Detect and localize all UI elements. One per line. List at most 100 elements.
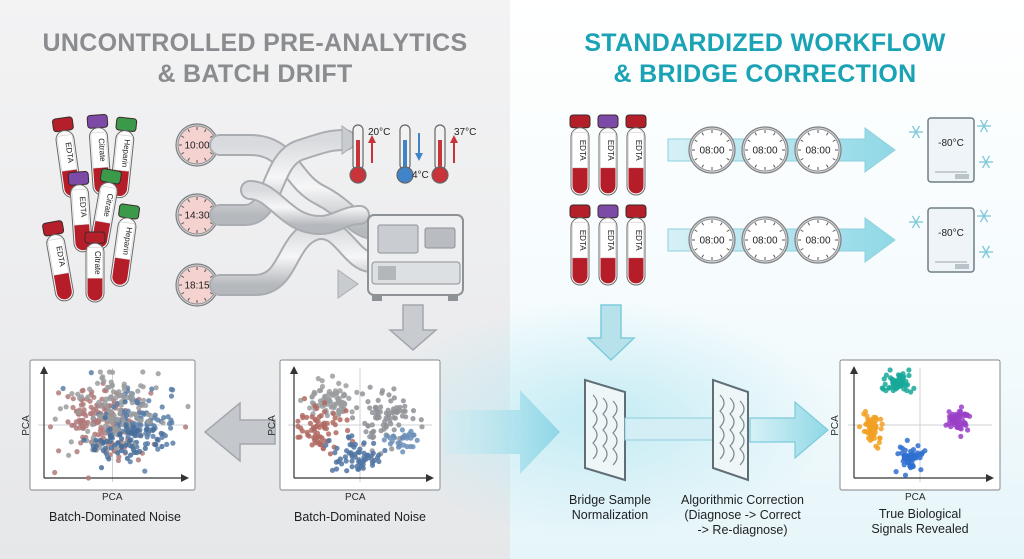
pca-right-y-axis-label: PCA — [829, 415, 841, 436]
connector-bar — [624, 417, 714, 441]
clock-icon: 18:15 — [175, 263, 219, 307]
clock-time-label: 10:00 — [184, 141, 209, 152]
bridge-caption-line-2: Normalization — [571, 508, 649, 522]
pca-panel-left-1 — [29, 359, 196, 491]
pca-left-1-y-axis-label: PCA — [20, 415, 32, 436]
tube-label: EDTA — [606, 140, 615, 161]
snowflake-icon — [909, 125, 923, 139]
pca-right-caption-line-2: Signals Revealed — [871, 522, 969, 536]
freezer-temp-label: -80°C — [938, 138, 964, 149]
pca-panel-left-2 — [279, 359, 441, 491]
left-title-line-1: UNCONTROLLED PRE-ANALYTICS — [42, 29, 468, 57]
pca-left-2-x-axis-label: PCA — [345, 492, 366, 503]
clock-icon: 08:00 — [688, 126, 736, 174]
blood-tube-icon: EDTA — [625, 114, 647, 196]
tube-label: EDTA — [578, 140, 587, 161]
clock-icon: 08:00 — [741, 126, 789, 174]
thermometer-icon: 20°C — [349, 124, 390, 184]
clock-icon: 08:00 — [688, 216, 736, 264]
clock-time-label: 08:00 — [752, 146, 777, 157]
tube-label: EDTA — [634, 140, 643, 161]
snowflake-icon — [979, 245, 993, 259]
blood-tube-icon: EDTA — [569, 204, 591, 286]
thermometer-icon: 37°C — [431, 124, 476, 184]
clock-time-label: 08:00 — [805, 236, 830, 247]
clock-icon: 08:00 — [794, 216, 842, 264]
pca-panel-right — [839, 359, 1001, 491]
freezer-temp-label: -80°C — [938, 228, 964, 239]
algo-caption-line-3: -> Re-diagnose) — [697, 523, 788, 537]
pca-left-2-caption: Batch-Dominated Noise — [293, 510, 426, 524]
left-arrow-between-pca — [203, 401, 276, 463]
blood-tube-icon: EDTA — [597, 204, 619, 286]
clock-time-label: 08:00 — [699, 146, 724, 157]
algo-caption-line-2: (Diagnose -> Correct — [684, 508, 801, 522]
tube-label: EDTA — [606, 230, 615, 251]
blood-tube-icon: Heparin — [110, 116, 138, 199]
blood-tube-icon: Heparin — [110, 203, 141, 287]
right-arrow-to-pca — [749, 400, 829, 460]
big-cyan-arrow — [445, 390, 560, 474]
algo-caption: Algorithmic Correction (Diagnose -> Corr… — [660, 493, 825, 538]
pca-left-1-x-axis-label: PCA — [102, 492, 123, 503]
bridge-caption-line-1: Bridge Sample — [569, 493, 651, 507]
snowflake-icon — [977, 119, 991, 133]
tube-label: EDTA — [54, 245, 67, 268]
blood-tube-icon: EDTA — [597, 114, 619, 196]
left-clock-group: 10:00 14:30 18:15 — [175, 123, 219, 307]
bridge-caption: Bridge Sample Normalization — [545, 493, 675, 523]
right-title-line-2: & BRIDGE CORRECTION — [613, 60, 917, 88]
tube-label: EDTA — [634, 230, 643, 251]
clock-time-label: 18:15 — [184, 281, 209, 292]
pca-right-x-axis-label: PCA — [905, 492, 926, 503]
analyzer-machine-icon — [367, 214, 464, 301]
temperature-label: 4°C — [412, 170, 429, 181]
blood-tube-icon: EDTA — [42, 220, 74, 302]
pca-right-caption-line-1: True Biological — [878, 507, 962, 521]
clock-time-label: 14:30 — [184, 211, 209, 222]
tube-label: Citrate — [97, 138, 108, 163]
temperature-label: 20°C — [368, 127, 390, 138]
left-title-line-2: & BATCH DRIFT — [157, 60, 353, 88]
snowflake-icon — [979, 155, 993, 169]
down-arrow-right — [586, 304, 636, 362]
snowflake-icon — [977, 209, 991, 223]
freezer-icon: -80°C — [909, 207, 993, 273]
blood-tube-icon: Citrate — [84, 231, 106, 303]
blood-tube-icon: EDTA — [569, 114, 591, 196]
right-tube-rows: EDTA EDTA EDTA EDTA EDTA EDTA — [569, 114, 647, 286]
snowflake-icon — [909, 215, 923, 229]
tube-label: Citrate — [93, 251, 102, 275]
tube-label: EDTA — [63, 142, 75, 164]
down-arrow-left — [387, 304, 439, 351]
right-title: STANDARDIZED WORKFLOW & BRIDGE CORRECTIO… — [530, 28, 1000, 90]
algo-caption-line-1: Algorithmic Correction — [681, 493, 804, 507]
clock-icon: 08:00 — [794, 126, 842, 174]
pca-left-2-y-axis-label: PCA — [266, 415, 278, 436]
clock-time-label: 08:00 — [752, 236, 777, 247]
clock-icon: 08:00 — [741, 216, 789, 264]
tube-label: Heparin — [120, 139, 132, 168]
blood-tube-icon: EDTA — [625, 204, 647, 286]
freezer-icon: -80°C — [909, 117, 993, 183]
clock-time-label: 08:00 — [699, 236, 724, 247]
tube-label: EDTA — [78, 196, 88, 218]
tangled-pipes — [209, 129, 391, 296]
right-clock-rows: 08:00 08:00 08:00 08:00 08:00 08:00 — [667, 126, 896, 264]
freezer-group: -80°C -80°C — [909, 117, 993, 273]
right-title-line-1: STANDARDIZED WORKFLOW — [584, 29, 946, 57]
temperature-label: 37°C — [454, 127, 476, 138]
tube-label: Citrate — [102, 193, 115, 218]
algorithmic-correction-device — [712, 378, 749, 482]
tube-label: EDTA — [578, 230, 587, 251]
tube-label: Heparin — [121, 227, 134, 256]
thermometer-group: 20°C 4°C 37°C — [349, 124, 476, 184]
left-title: UNCONTROLLED PRE-ANALYTICS & BATCH DRIFT — [20, 28, 490, 90]
pca-right-caption: True Biological Signals Revealed — [845, 507, 995, 537]
bridge-sample-device — [584, 378, 626, 482]
clock-time-label: 08:00 — [805, 146, 830, 157]
thermometer-icon: 4°C — [396, 124, 429, 184]
